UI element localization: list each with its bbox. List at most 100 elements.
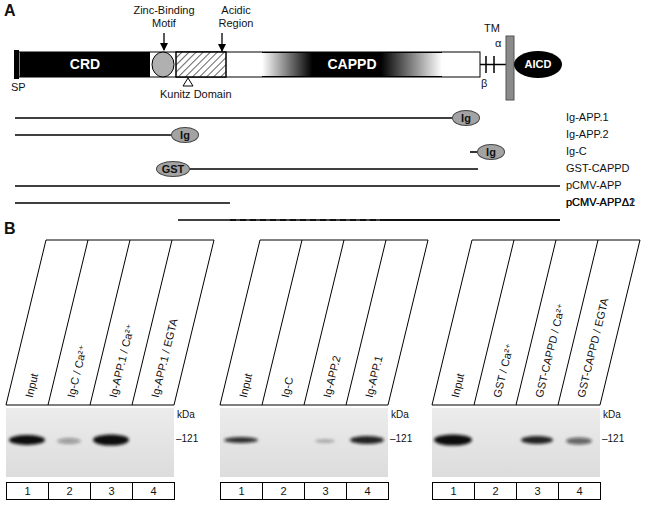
node-text: 1 <box>450 485 456 498</box>
node-text: 4 <box>364 485 370 498</box>
figure-part <box>220 240 260 405</box>
lane-number-box: 4 <box>558 482 601 500</box>
unit-label: kDa <box>391 409 409 421</box>
site-label: β <box>481 77 487 90</box>
construct-line <box>15 134 171 136</box>
domain-box: CRD <box>20 52 150 77</box>
domain-region: CAPPD <box>262 52 442 77</box>
node-text: 2 <box>66 485 72 498</box>
lane-header: GST / Ca²⁺ <box>491 342 516 399</box>
figure-part <box>304 240 344 405</box>
protein-band <box>9 435 45 445</box>
protein-band <box>566 438 592 445</box>
construct-line <box>380 219 560 221</box>
lane-header: Ig-APP.1 <box>363 354 385 398</box>
lane-header: Ig-C / Ca²⁺ <box>65 344 90 399</box>
construct-line <box>190 168 478 170</box>
construct-name: Ig-C <box>566 145 587 158</box>
lane-number-box: 1 <box>432 482 475 500</box>
lane-number-box: 2 <box>474 482 517 500</box>
lane-header-grid <box>6 240 640 405</box>
tag-ellipse: GST <box>156 161 190 177</box>
protein-band <box>93 435 129 446</box>
lane-header: Ig-C <box>279 376 296 399</box>
figure-part <box>174 240 214 405</box>
figure-part <box>432 240 472 405</box>
node-text: 3 <box>534 485 540 498</box>
protein-bar <box>19 52 480 77</box>
lane-header: GST-CAPPD / Ca²⁺ <box>533 302 568 399</box>
construct-line <box>178 219 560 221</box>
panel-letter: A <box>4 2 16 20</box>
deletion-line <box>230 219 380 221</box>
lane-number-box: 4 <box>132 482 175 500</box>
unit-label: kDa <box>603 409 621 421</box>
node-text: Ig <box>180 129 190 142</box>
node-text: 3 <box>108 485 114 498</box>
construct-name: GST-CAPPD <box>566 162 630 175</box>
lane-header: Ig-APP.1 / Ca²⁺ <box>107 323 137 399</box>
lane-number-box: 4 <box>346 482 389 500</box>
blot-membrane <box>220 408 388 477</box>
beta-site <box>485 56 487 73</box>
feature-label: Acidic Region <box>210 4 262 29</box>
construct-name: pCMV-APPΔ2 <box>566 196 635 209</box>
juxtamembrane-line <box>480 64 506 66</box>
lane-number-box: 1 <box>6 482 49 500</box>
leader-arrow <box>221 33 222 51</box>
construct-line <box>15 202 230 204</box>
panel-letter: B <box>4 220 16 238</box>
figure-part <box>262 240 302 405</box>
protein-band <box>57 438 81 444</box>
site-label: α <box>495 37 501 50</box>
marker-label: –121 <box>390 433 412 445</box>
protein-band <box>521 436 553 444</box>
lane-header: Input <box>23 372 41 399</box>
construct-name: pCMV-APP <box>566 179 622 192</box>
figure-part <box>346 240 386 405</box>
lane-number-box: 2 <box>262 482 305 500</box>
construct-lines <box>15 118 560 220</box>
construct-line <box>15 185 560 187</box>
lane-header: Input <box>237 372 255 399</box>
node-text: CAPPD <box>327 56 376 72</box>
feature-label: Kunitz Domain <box>160 88 232 101</box>
blot-membrane <box>432 408 600 477</box>
kunitz-marker <box>183 78 193 86</box>
transmembrane <box>506 36 514 100</box>
feature-label: SP <box>11 81 26 94</box>
node-text: 4 <box>150 485 156 498</box>
construct-line <box>470 151 477 153</box>
protein-band <box>315 439 335 443</box>
node-text: Ig <box>461 112 471 125</box>
lane-number-box: 2 <box>48 482 91 500</box>
blot-membrane <box>6 408 174 477</box>
unit-label: kDa <box>177 409 195 421</box>
marker-label: –121 <box>602 433 624 445</box>
lane-header: Ig-APP.2 <box>321 354 343 398</box>
node-text: CRD <box>70 56 100 72</box>
node-text: 2 <box>280 485 286 498</box>
node-text: 4 <box>576 485 582 498</box>
node-text: 1 <box>238 485 244 498</box>
tag-ellipse: Ig <box>477 144 505 160</box>
protein-band <box>224 437 258 443</box>
feature-label: TM <box>484 22 500 35</box>
blot-bands <box>9 435 592 446</box>
signal-peptide <box>14 50 19 79</box>
node-text: Ig <box>486 146 496 159</box>
node-text: 1 <box>24 485 30 498</box>
lane-number-box: 1 <box>220 482 263 500</box>
lane-number-box: 3 <box>90 482 133 500</box>
construct-name: Ig-APP.1 <box>566 111 609 124</box>
node-text: AICD <box>525 58 552 71</box>
leader-arrow <box>163 33 164 50</box>
lane-number-box: 3 <box>304 482 347 500</box>
node-text: 3 <box>322 485 328 498</box>
figure-part <box>600 240 640 405</box>
domain-ellipse: AICD <box>514 51 562 78</box>
tag-ellipse: Ig <box>452 110 480 126</box>
acidic-region-base <box>176 52 226 77</box>
protein-band <box>350 436 384 444</box>
alpha-site <box>493 56 495 73</box>
